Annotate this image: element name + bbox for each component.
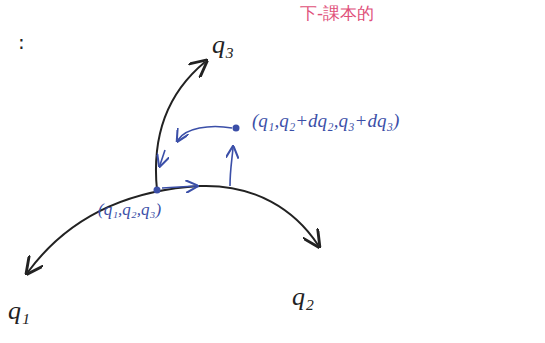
- axis-label: q₃: [212, 30, 234, 60]
- axis-label: q₁: [8, 296, 30, 326]
- dq2-step: [162, 186, 196, 188]
- colon-mark: :: [18, 30, 25, 54]
- down-step: [160, 150, 165, 165]
- return-step: [178, 127, 232, 141]
- shifted-point: [233, 125, 240, 132]
- axis-label: q₂: [292, 282, 314, 312]
- point-label: (q₁,q₂,q₃): [98, 200, 161, 220]
- point-label: (q₁,q₂+dq₂,q₃+dq₃): [252, 110, 399, 132]
- dq3-step: [230, 148, 233, 186]
- origin-point: [154, 187, 161, 194]
- margin-note: 下-課本的: [300, 2, 374, 25]
- q1-q2-curve: [28, 186, 318, 272]
- q3-curve: [156, 62, 205, 190]
